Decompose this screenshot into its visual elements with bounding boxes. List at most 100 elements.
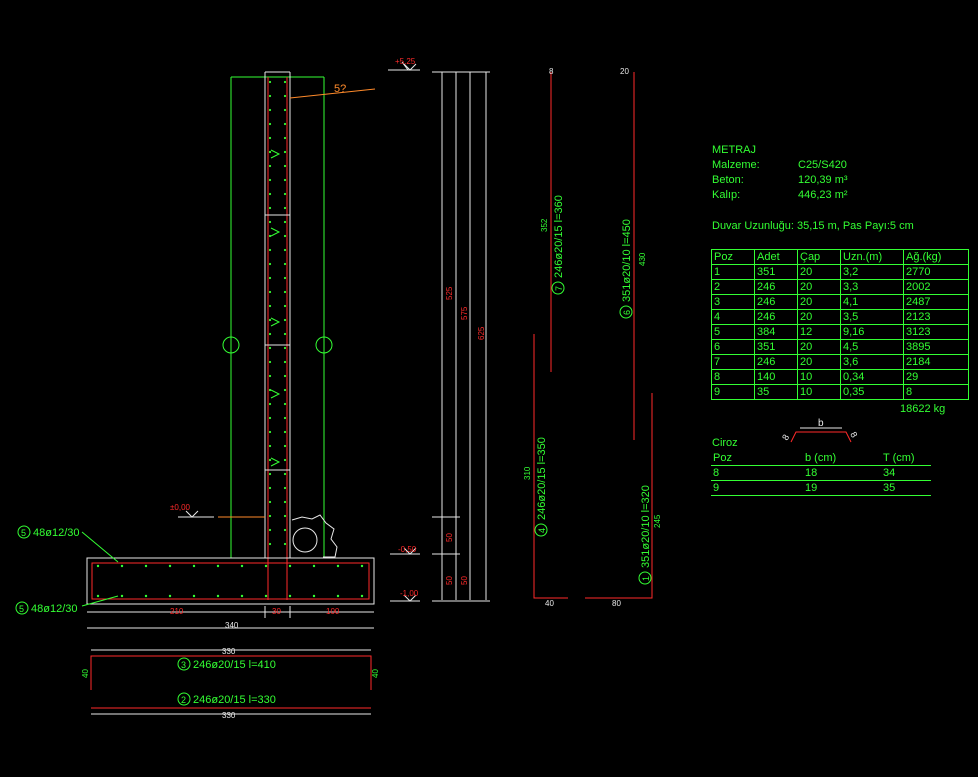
rebar-dot — [268, 332, 272, 336]
table-cell: 0,34 — [840, 369, 904, 385]
table-cell: 3895 — [903, 339, 969, 355]
rebar-dot — [283, 528, 287, 532]
table-cell: 34 — [881, 465, 931, 481]
table-cell: 3,5 — [840, 309, 904, 325]
rebar-dot — [283, 346, 287, 350]
table-cell: 6 — [711, 339, 755, 355]
table-cell: 384 — [754, 324, 798, 340]
rebar-dot — [283, 164, 287, 168]
rebar-dot — [268, 430, 272, 434]
rebar-dot — [268, 360, 272, 364]
rebar-2-num: 2 — [181, 695, 186, 705]
table-cell: 10 — [797, 369, 841, 385]
rebar-dot — [268, 248, 272, 252]
rebar-dot — [268, 276, 272, 280]
rebar-dot — [283, 542, 287, 546]
rebar-dot — [283, 402, 287, 406]
rebar-dot — [264, 564, 268, 568]
rebar-schedule-header: Poz Adet Çap Uzn.(m) Ağ.(kg) — [711, 249, 969, 265]
dim-h3: 625 — [477, 326, 486, 340]
ciroz-sketch-b: b — [818, 418, 824, 429]
formwork-row: Kalıp: 446,23 m² — [712, 188, 974, 203]
table-cell: 20 — [797, 309, 841, 325]
rebar-dot — [312, 564, 316, 568]
table-cell: 3,3 — [840, 279, 904, 295]
rebar-dot — [268, 444, 272, 448]
dim-base-c: 100 — [326, 607, 340, 616]
concrete-value: 120,39 m³ — [798, 174, 848, 186]
rebar-dot — [268, 178, 272, 182]
rebar-dot — [283, 416, 287, 420]
ciroz-header: Poz b (cm) T (cm) — [711, 451, 931, 466]
rebar-dot — [283, 360, 287, 364]
rebar-dot — [268, 528, 272, 532]
rebar-4-label: 246ø20/15 l=350 — [536, 437, 548, 520]
rebar-dot — [283, 192, 287, 196]
ciroz-header-b: b (cm) — [803, 451, 881, 466]
rebar-dot — [168, 594, 172, 598]
rebar-dot — [283, 150, 287, 154]
metraj-panel: METRAJ Malzeme: C25/S420 Beton: 120,39 m… — [712, 143, 974, 234]
rebar-dot — [268, 514, 272, 518]
rebar-dot — [268, 122, 272, 126]
table-cell: 2184 — [903, 354, 969, 370]
rebar-dot — [268, 108, 272, 112]
rebar-1-label: 351ø20/10 l=320 — [640, 485, 652, 568]
dim-f3: 50 — [460, 576, 469, 585]
table-cell: 140 — [754, 369, 798, 385]
ciroz-sketch-8-right: 8 — [848, 430, 859, 439]
header-adet: Adet — [754, 249, 798, 265]
rebar-dot — [268, 220, 272, 224]
level-top: +5,25 — [395, 57, 416, 66]
dim-s7-top: 8 — [549, 67, 554, 76]
rebar-dot — [268, 94, 272, 98]
ciroz-sketch — [790, 427, 852, 443]
table-cell: 19 — [803, 480, 881, 496]
dim-bar3-length: 330 — [222, 647, 236, 656]
table-cell: 351 — [754, 339, 798, 355]
table-cell: 8 — [711, 369, 755, 385]
dim-s6-side: 430 — [638, 252, 647, 266]
rebar-dot — [268, 192, 272, 196]
rebar-4-num: 4 — [537, 528, 547, 533]
rebar-dot — [312, 594, 316, 598]
rebar-dot — [268, 542, 272, 546]
bottom-bars — [90, 649, 372, 715]
table-cell: 20 — [797, 264, 841, 280]
rebar-5-label-top: 48ø12/30 — [33, 527, 79, 539]
rebar-dot — [268, 164, 272, 168]
table-cell: 8 — [903, 384, 969, 400]
rebar-dot — [268, 374, 272, 378]
dim-bar3-side-right: 40 — [371, 669, 380, 678]
rebar-6-num: 6 — [622, 310, 632, 315]
dim-s7-side: 352 — [540, 218, 549, 232]
rebar-dot — [283, 374, 287, 378]
rebar-1-num: 1 — [641, 576, 651, 581]
total-weight: 18622 kg — [900, 403, 946, 415]
dim-f1: 50 — [445, 533, 454, 542]
rebar-5-num-top: 5 — [21, 528, 26, 538]
metraj-title: METRAJ — [712, 144, 756, 156]
rebar-dot — [283, 178, 287, 182]
rebar-dot — [283, 220, 287, 224]
table-cell: 9 — [711, 384, 755, 400]
ciroz-header-poz: Poz — [711, 451, 803, 466]
table-cell: 8 — [711, 465, 803, 481]
rebar-7-num: 7 — [554, 286, 564, 291]
rebar-dot — [240, 564, 244, 568]
dim-s4-side: 310 — [523, 466, 532, 480]
rebar-dot — [283, 248, 287, 252]
rebar-dot — [283, 276, 287, 280]
dim-bar2-length: 330 — [222, 711, 236, 720]
rebar-dot — [144, 564, 148, 568]
rebar-3-label: 246ø20/15 l=410 — [193, 659, 276, 671]
table-cell: 20 — [797, 354, 841, 370]
table-cell: 0,35 — [840, 384, 904, 400]
